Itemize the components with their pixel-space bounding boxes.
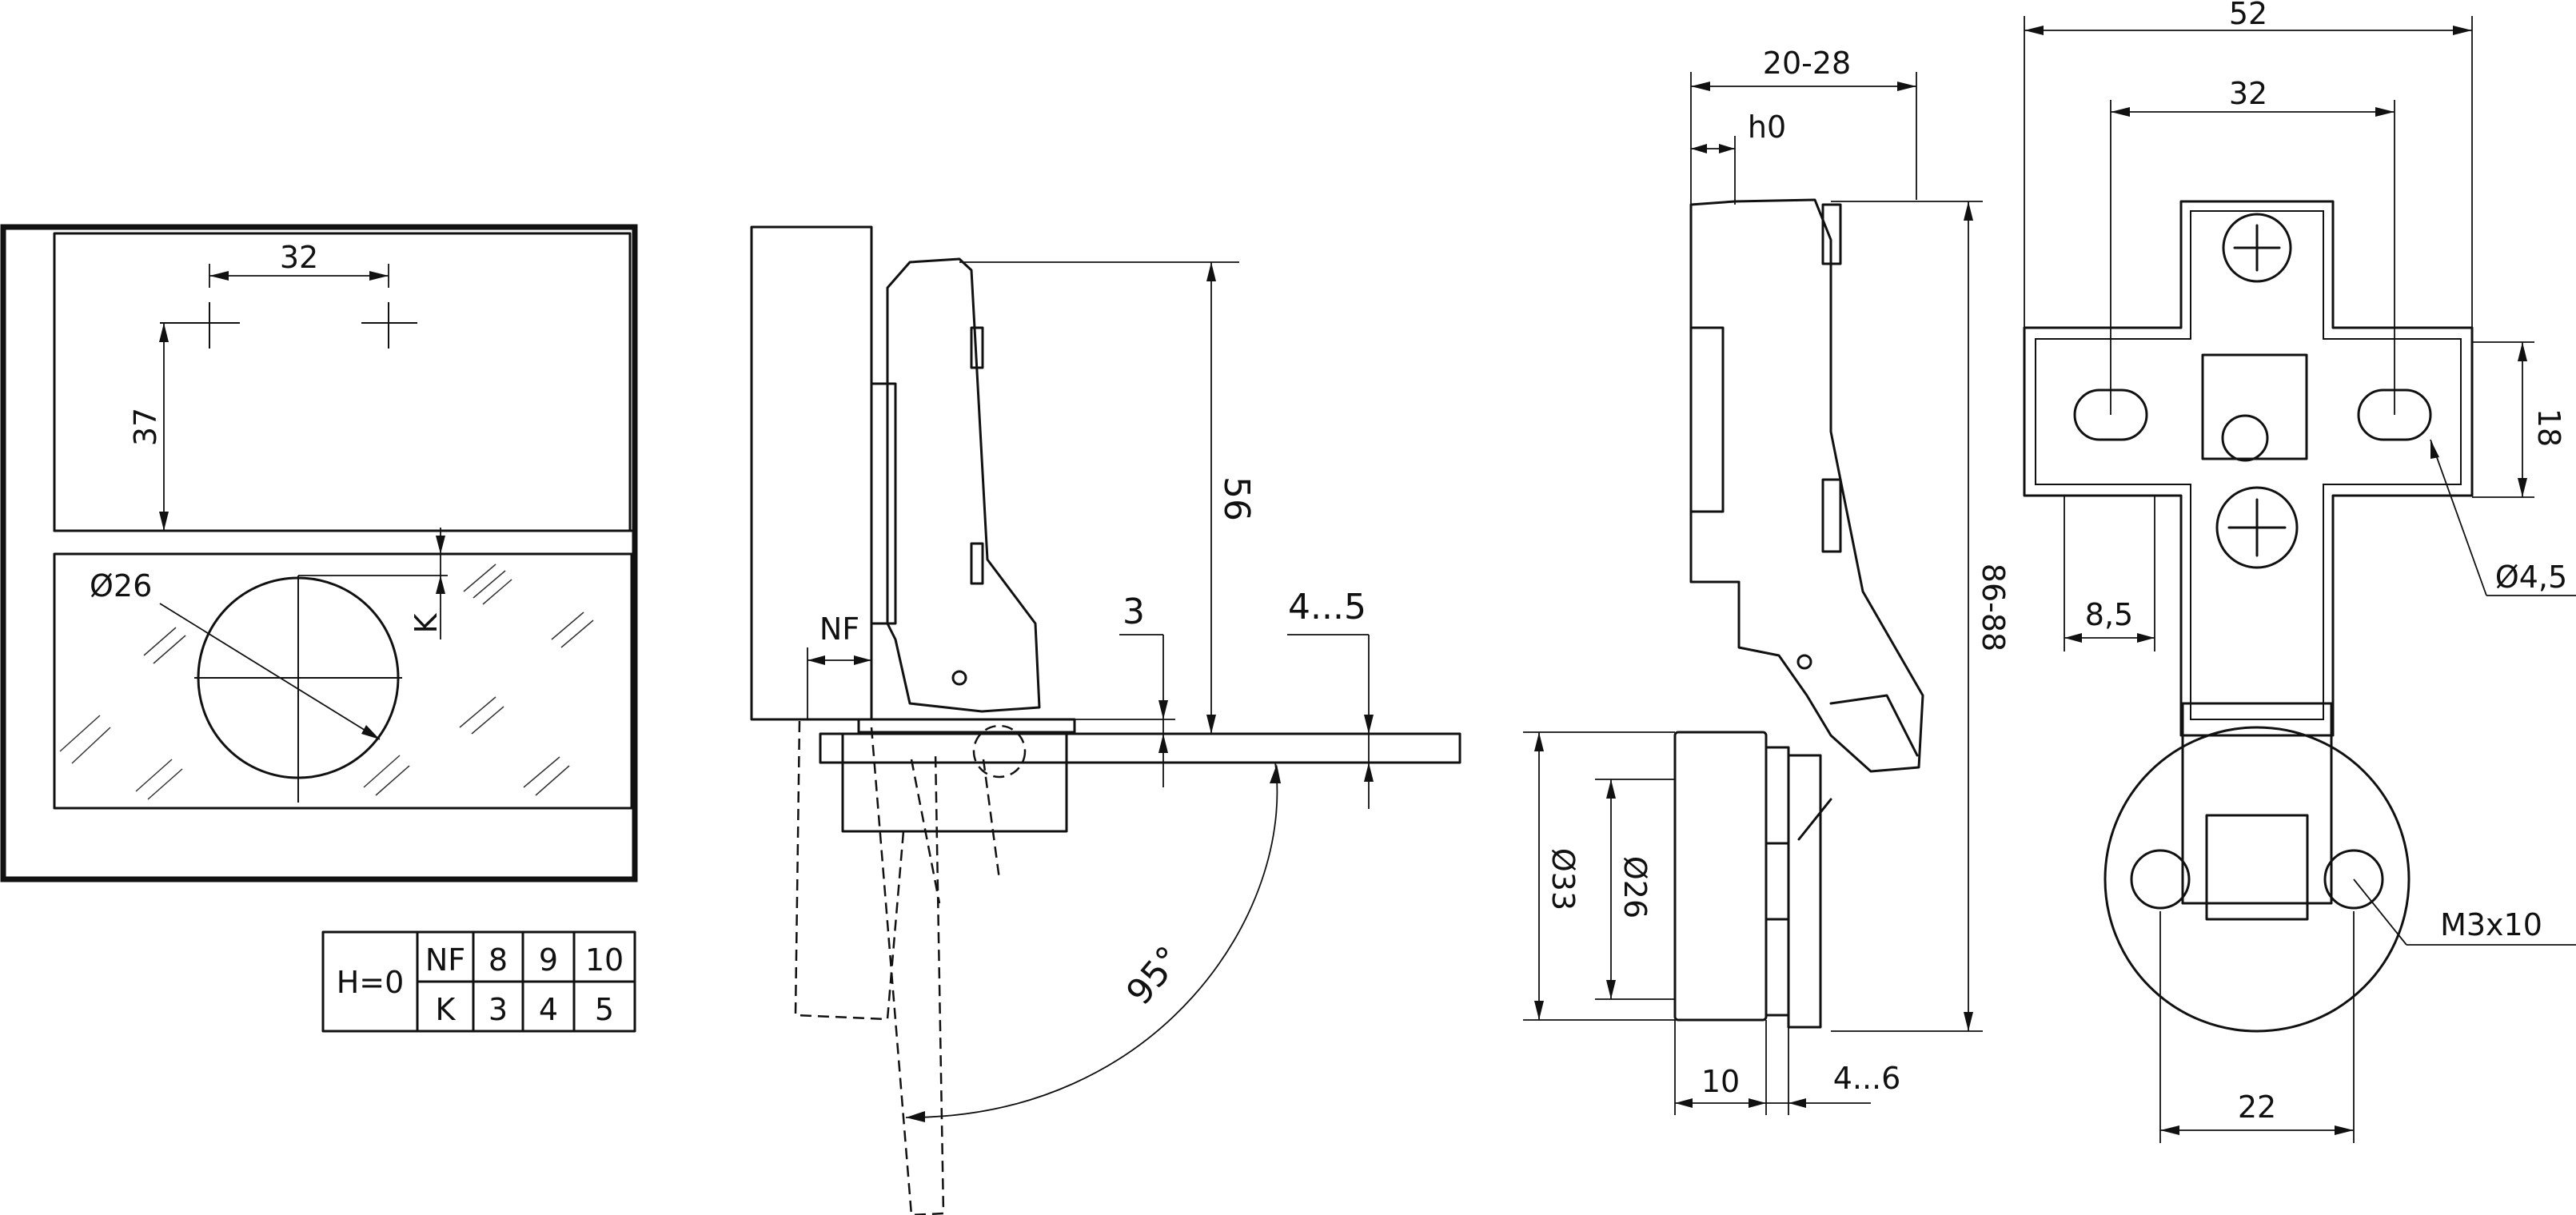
width-range-label: 20-28 [1763,46,1851,81]
opening-angle-arc [905,762,1278,1118]
cup-profile [1673,731,1768,1022]
glass-door-side [819,732,1461,764]
cup-front [2103,726,2411,1033]
edge-distance-label: K [409,612,444,633]
hinge-plate-front [2023,200,2474,737]
table-cell-k-3: 3 [488,992,508,1027]
table-cell-k: K [436,992,457,1027]
glass-panel [53,552,633,810]
cup-diameter-label: Ø26 [90,568,152,604]
hole-depth-label: 37 [128,408,163,446]
slot-diameter-label: Ø4,5 [2495,560,2567,595]
door-panel-upper [53,232,632,532]
table-cell-k-5: 5 [595,992,614,1027]
drilling-view: 32 37 Ø26 K [0,224,638,882]
edge-distance-dimension: K [298,528,448,639]
overall-width-label: 52 [2229,0,2267,31]
hinge-arm-side [886,257,1041,713]
glass-hatching [59,564,594,800]
open-position-outline [794,720,1027,1215]
table-cell-nf-9: 9 [539,942,558,978]
opening-angle-label: 95° [1119,938,1190,1013]
front-hole-spacing-label: 32 [2229,76,2267,111]
slot-offset-label: 8,5 [2085,597,2133,632]
nf-offset-label: NF [819,611,859,647]
hole-spacing-label: 32 [280,240,318,275]
plate-range-label: 4...6 [1833,1061,1901,1096]
cup-inner-diameter-label: Ø26 [1617,856,1653,918]
table-cell-k-4: 4 [539,992,558,1027]
adjustment-screw-bottom [2215,486,2299,569]
table-header-h: H=0 [337,965,405,1000]
hinge-body-profile [1689,198,1924,773]
height-range-label: 86-88 [1976,564,2011,651]
table-cell-nf-10: 10 [585,942,624,978]
table-cell-nf: NF [425,942,465,978]
hole-depth-dimension: 37 [128,323,169,531]
cup-depth-label: 10 [1701,1064,1740,1099]
table-cell-nf-8: 8 [488,942,508,978]
adjustment-screw-top [2222,213,2292,283]
screw-spec-label: M3x10 [2440,907,2542,942]
h0-label: h0 [1748,110,1786,145]
mounting-hole-marks [160,302,417,349]
side-view: NF 56 3 4...5 95° [750,225,1461,1215]
slot-height-label: 18 [2531,408,2566,447]
screw-spacing-label: 22 [2238,1090,2276,1125]
thickness-label: 4...5 [1288,587,1366,627]
cup-outer-diameter-label: Ø33 [1545,848,1581,910]
gap-3-label: 3 [1123,592,1145,632]
front-view: 52 32 18 Ø4,5 8,5 M3x10 [2023,0,2576,1143]
drilling-view-frame [0,224,638,882]
profile-view: 20-28 h0 86-88 Ø33 Ø26 10 [1523,46,2011,1115]
cup-hole: Ø26 [90,568,402,803]
height-56-label: 56 [1216,476,1257,521]
nf-k-table: H=0 NF 8 9 10 K 3 4 5 [321,930,636,1033]
hole-spacing-dimension: 32 [209,240,389,288]
